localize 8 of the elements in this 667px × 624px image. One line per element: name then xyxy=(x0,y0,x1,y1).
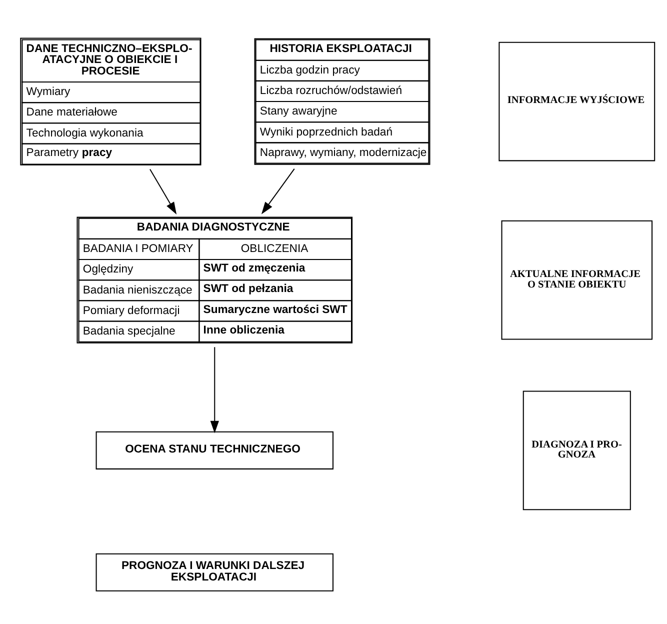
node-box: INFORMACJE WYJŚCIOWE xyxy=(498,41,656,161)
node-box: AKTUALNE INFORMACJE O STANIE OBIEKTU xyxy=(501,220,653,340)
node-box: OCENA STANU TECHNICZNEGO xyxy=(96,430,334,469)
arrow xyxy=(261,168,295,214)
node-box: PROGNOZA I WARUNKI DALSZEJ EKSPLOATACJI xyxy=(96,552,334,591)
arrow xyxy=(150,168,177,214)
arrow xyxy=(210,346,219,433)
node-box: DIAGNOZA I PRO- GNOZA xyxy=(522,390,631,510)
